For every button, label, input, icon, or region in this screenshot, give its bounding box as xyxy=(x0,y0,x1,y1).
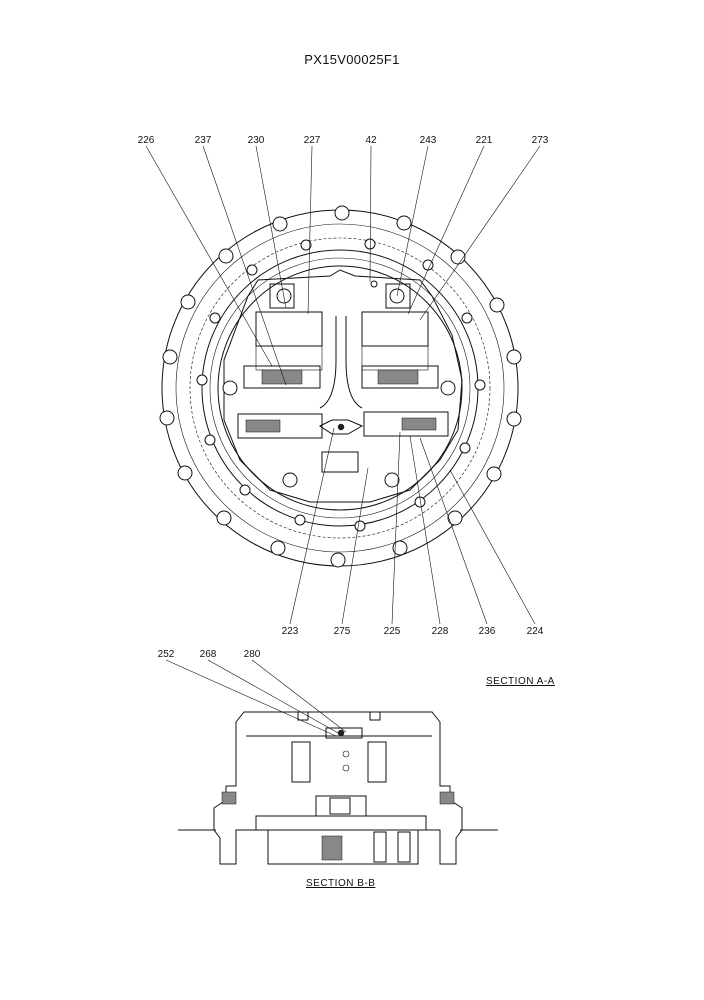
callout-226: 226 xyxy=(137,135,155,146)
callout-42: 42 xyxy=(365,135,377,146)
callout-228: 228 xyxy=(431,626,449,637)
flange-ring xyxy=(161,209,519,567)
section-a-label: SECTION A-A xyxy=(486,676,555,687)
callout-225: 225 xyxy=(383,626,401,637)
inner-bolt-holes xyxy=(196,238,486,532)
leader-lines xyxy=(145,145,541,737)
callout-237: 237 xyxy=(194,135,212,146)
outer-bolt-holes xyxy=(159,205,522,568)
callout-243: 243 xyxy=(419,135,437,146)
section-b-drawing xyxy=(178,711,498,865)
callout-273: 273 xyxy=(531,135,549,146)
callout-280: 280 xyxy=(243,649,261,660)
section-b-label: SECTION B-B xyxy=(306,878,376,889)
callout-224: 224 xyxy=(526,626,544,637)
valve-body xyxy=(222,269,463,503)
drawing-title: PX15V00025F1 xyxy=(304,52,400,67)
callout-268: 268 xyxy=(199,649,217,660)
callout-252: 252 xyxy=(157,649,175,660)
callout-275: 275 xyxy=(333,626,351,637)
callout-236: 236 xyxy=(478,626,496,637)
callout-230: 230 xyxy=(247,135,265,146)
callout-223: 223 xyxy=(281,626,299,637)
callout-227: 227 xyxy=(303,135,321,146)
callout-221: 221 xyxy=(475,135,493,146)
